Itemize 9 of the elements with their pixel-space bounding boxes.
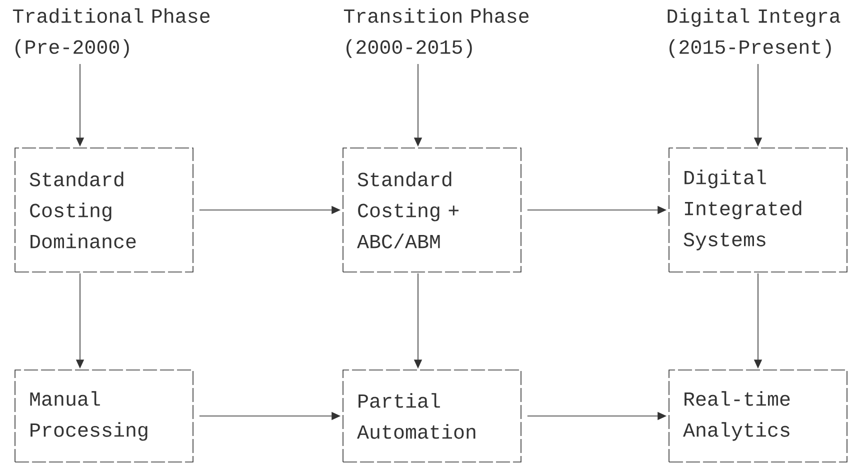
phase-heading: Traditional Phase (Pre-2000) xyxy=(12,8,210,58)
stage-box: Digital Integrated Systems xyxy=(668,148,848,272)
phase-heading: Transition Phase (2000-2015) xyxy=(344,8,529,58)
stage-box: Standard Costing + ABC/ABM xyxy=(342,148,522,272)
stage-box: Real-time Analytics xyxy=(668,370,848,462)
stage-box: Partial Automation xyxy=(342,370,522,462)
phase-heading: Digital Integra (2015-Present) xyxy=(668,8,840,58)
stage-box: Manual Processing xyxy=(14,370,194,462)
stage-box: Standard Costing Dominance xyxy=(14,148,194,272)
